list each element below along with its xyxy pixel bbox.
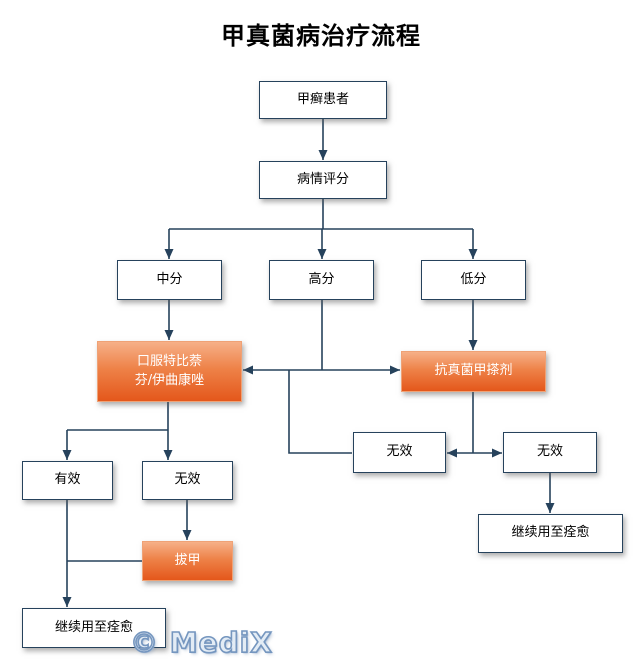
node-condition-score: 病情评分: [259, 161, 387, 199]
edge-score-split: [169, 199, 473, 230]
node-low-score: 低分: [421, 260, 526, 300]
node-medium-score: 中分: [117, 260, 222, 300]
edge-oral-down: [67, 402, 169, 431]
node-high-score: 高分: [269, 260, 374, 300]
page-title: 甲真菌病治疗流程: [221, 22, 421, 50]
node-continue-until-cured-right: 继续用至痊愈: [478, 514, 623, 553]
node-continue-until-cured-left: 继续用至痊愈: [22, 608, 166, 648]
medix-watermark: © MediX: [129, 625, 273, 659]
node-nail-avulsion: 拔甲: [142, 541, 233, 581]
node-ineffective-right: 无效: [503, 432, 597, 473]
edge-midineff-feedback: [288, 370, 352, 454]
node-ineffective-left: 无效: [142, 461, 233, 500]
node-ineffective-middle: 无效: [353, 432, 446, 473]
node-antifungal-nail-lacquer: 抗真菌甲搽剂: [401, 351, 546, 392]
node-effective: 有效: [22, 461, 113, 500]
node-patient: 甲癣患者: [259, 81, 387, 119]
node-oral-terbinafine-itraconazole: 口服特比萘 芬/伊曲康唑: [97, 341, 242, 402]
